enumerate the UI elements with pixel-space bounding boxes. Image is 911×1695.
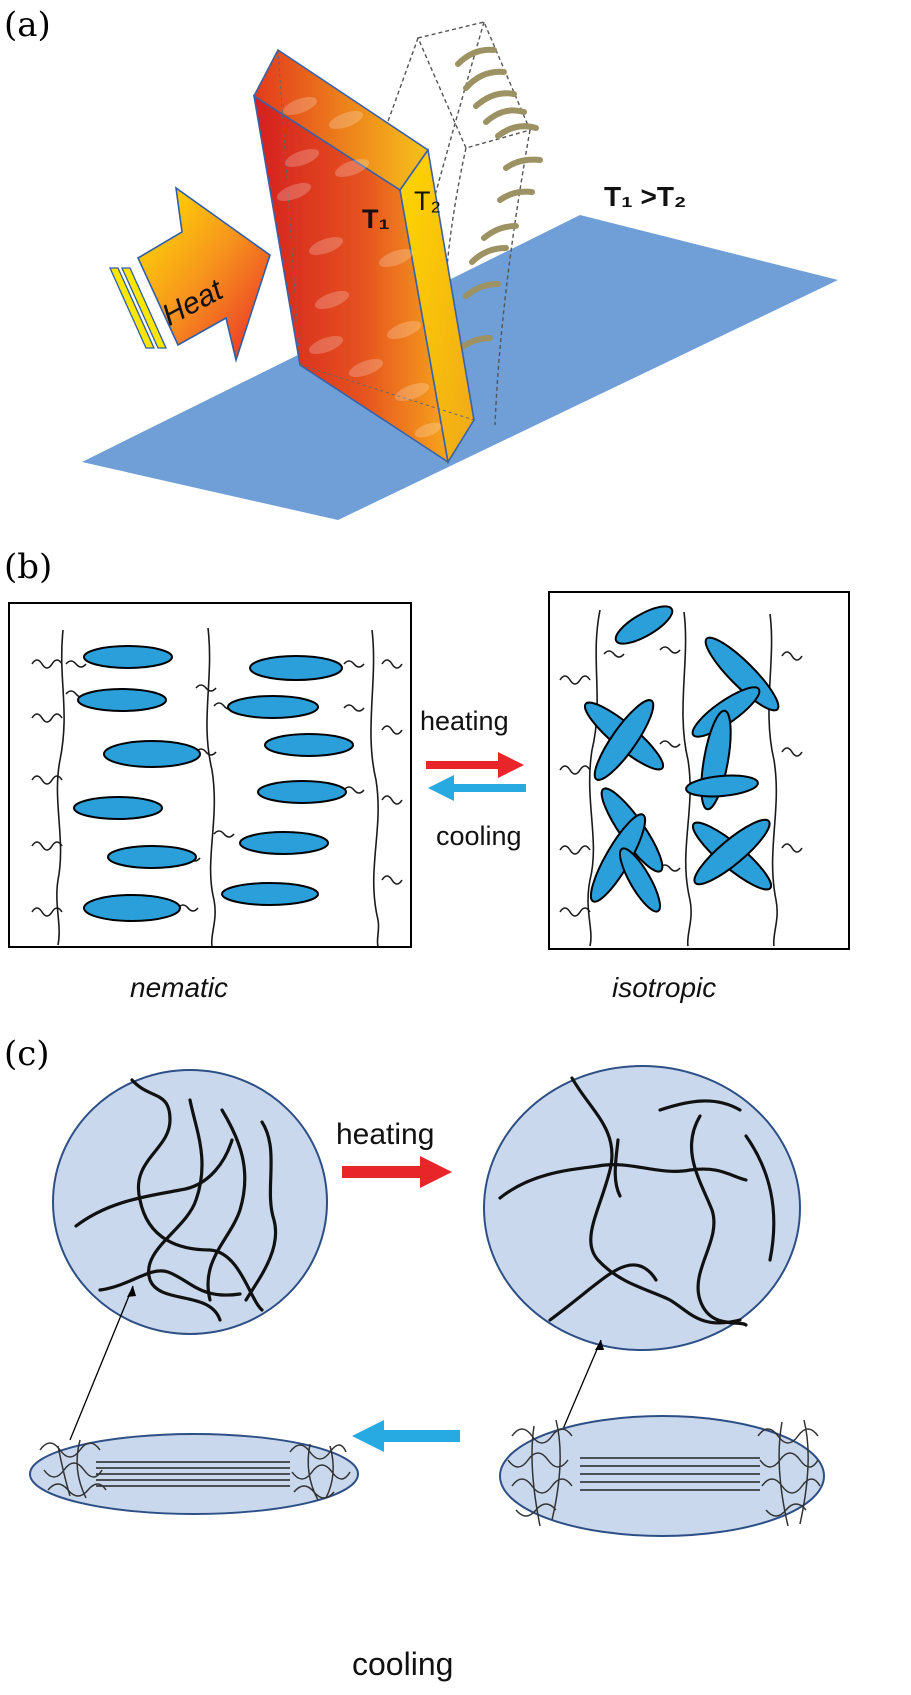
panel-b-label: (b) [4, 547, 52, 587]
heating-arrow-c [342, 1156, 452, 1188]
heating-label-b: heating [420, 706, 509, 736]
bent-mesogen-marks [453, 46, 543, 355]
slab-mesogen-marks [276, 96, 442, 438]
pointer-head-left [127, 1286, 136, 1297]
panel-c-label: (c) [4, 1034, 50, 1074]
cooling-label-b: cooling [436, 821, 522, 851]
elongated-coil-right [499, 1415, 825, 1537]
heating-label-c: heating [336, 1118, 434, 1151]
coil-chains-left [74, 1078, 278, 1322]
heat-arrow: Heat [108, 186, 271, 363]
cooling-arrow-c [352, 1420, 460, 1452]
panel-a: (a) [4, 5, 838, 520]
elongated-coil-left [29, 1433, 359, 1515]
pointer-head-right [595, 1340, 604, 1350]
isotropic-mesogens [583, 605, 780, 913]
panel-a-label: (a) [4, 5, 51, 45]
pointer-line-right [559, 1339, 602, 1437]
coil-circle-left [52, 1069, 328, 1335]
nematic-mesogens [73, 645, 354, 922]
pointer-line-left [69, 1285, 134, 1441]
cooling-label-c: cooling [352, 1646, 453, 1682]
panel-c: (c) heating [4, 1034, 825, 1682]
coil-circle-right [483, 1065, 801, 1351]
nematic-label: nematic [130, 972, 228, 1003]
heating-arrow-b [426, 752, 524, 778]
isotropic-label: isotropic [612, 972, 716, 1003]
temperature-relation: T₁ >T₂ [604, 181, 686, 212]
cooling-arrow-b [428, 775, 526, 801]
t1-label: T₁ [362, 204, 390, 234]
isotropic-diagram [548, 591, 850, 950]
heated-film-slab [252, 48, 475, 465]
t2-label: T₂ [414, 186, 441, 216]
panel-b: (b) [4, 547, 850, 1003]
coil-chains-right [498, 1076, 776, 1327]
nematic-diagram [8, 602, 412, 948]
